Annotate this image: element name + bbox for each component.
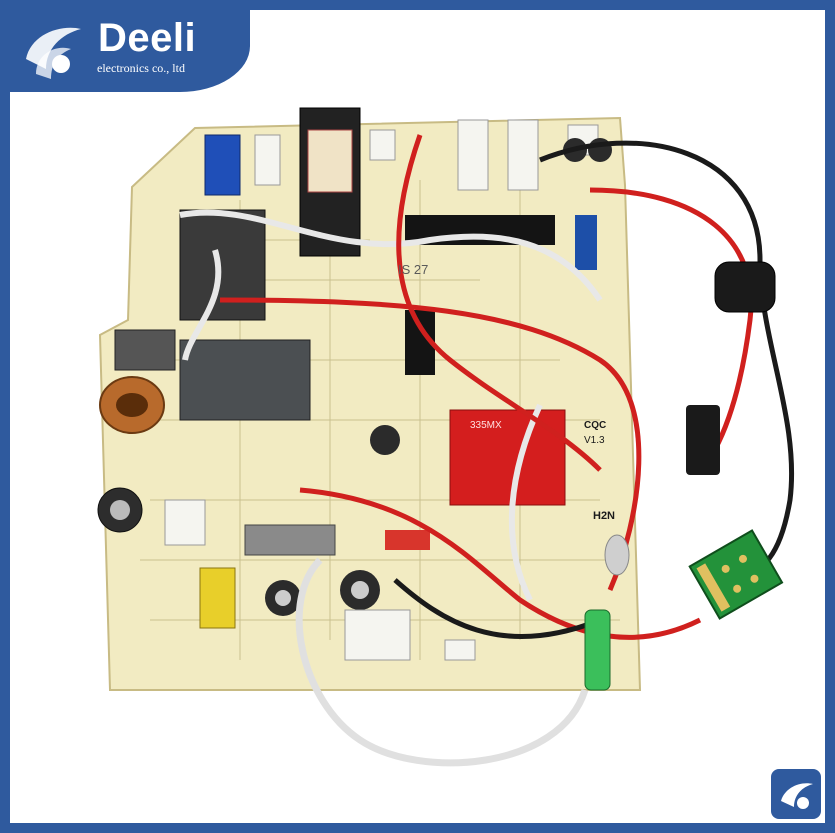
black-wire-bottom — [393, 578, 601, 640]
white-wire-long — [295, 557, 589, 767]
blue-relay-connector — [204, 134, 241, 196]
red-wire-bottom — [299, 487, 702, 640]
white-connector-3 — [457, 119, 489, 191]
warning-label — [307, 129, 353, 193]
ferrite-bead — [714, 261, 776, 313]
brand-name: Deeli — [98, 16, 197, 60]
blue-capacitor — [575, 215, 597, 270]
corner-brand-icon — [771, 769, 821, 819]
red-wire-main — [219, 297, 642, 591]
model-code-label: H2N — [593, 510, 616, 522]
ic-chip — [244, 524, 336, 556]
red-wire-loop — [396, 134, 602, 472]
revision-label: V1.3 — [584, 435, 605, 446]
white-relay-block — [164, 499, 206, 546]
dark-relay-main — [179, 339, 311, 421]
white-connector-4 — [507, 119, 539, 191]
green-wire-terminal — [584, 609, 611, 691]
white-connector-1 — [254, 134, 281, 186]
white-wire-top — [179, 209, 603, 302]
white-connector-2 — [369, 129, 396, 161]
grey-relay-small — [114, 329, 176, 371]
board-code-label: IS 27 — [398, 262, 429, 277]
white-wire-mid — [508, 403, 543, 602]
white-connector-bottom — [344, 609, 411, 661]
white-connector-right — [444, 639, 476, 661]
black-wire — [539, 140, 795, 578]
red-warning-sticker — [449, 409, 566, 506]
brand-logo-icon — [26, 27, 81, 79]
yellow-transformer — [199, 567, 236, 629]
quick-connect-terminal — [604, 534, 630, 576]
silkscreen-lines — [140, 170, 620, 660]
fuse-code-label: 335MX — [470, 420, 502, 431]
cqc-mark: CQC — [584, 420, 607, 431]
electrolytic-capacitor-4 — [370, 425, 400, 455]
wire-sleeve — [686, 405, 720, 475]
green-sensor-board — [688, 529, 784, 620]
black-relay-left — [179, 209, 266, 321]
brand-tagline: electronics co., ltd — [97, 61, 185, 75]
white-wire-loop — [182, 249, 222, 361]
brand-badge: Deeli electronics co., ltd — [0, 0, 250, 92]
red-connector — [385, 530, 430, 550]
